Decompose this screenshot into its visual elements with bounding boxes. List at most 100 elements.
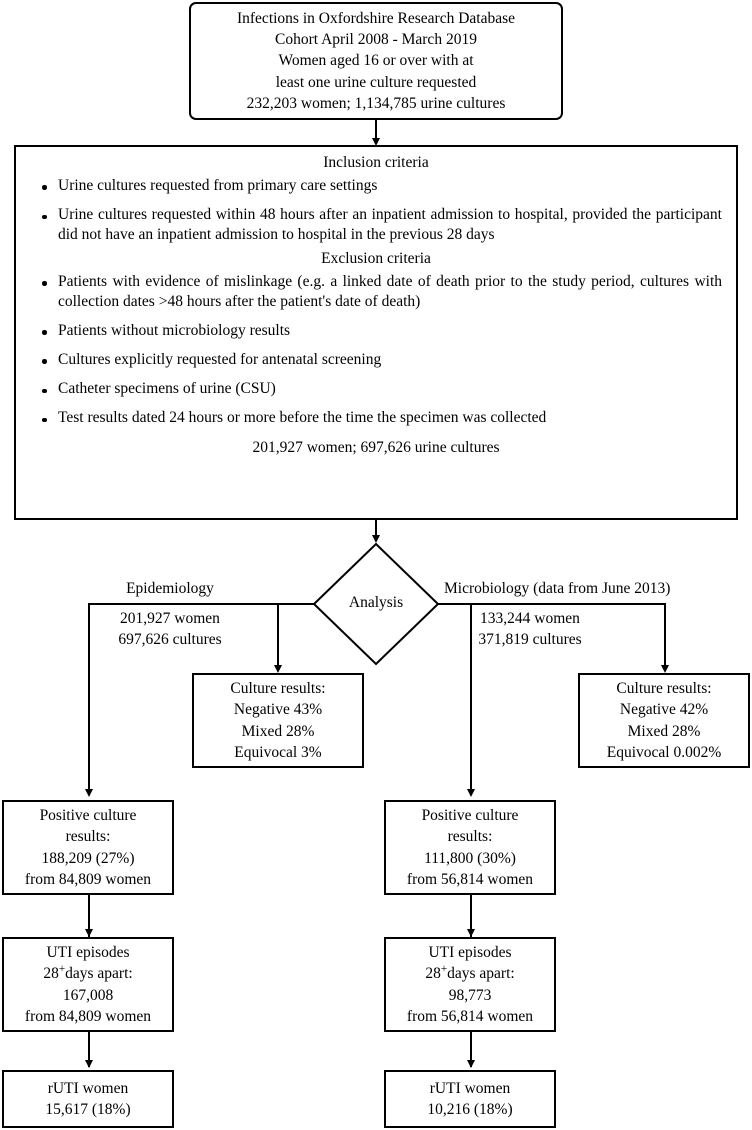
cohort-line-1: Infections in Oxfordshire Research Datab… — [236, 10, 516, 28]
microbiology-culture-results-equivocal: Equivocal 0.002% — [606, 743, 722, 761]
inclusion-criteria-list: Urine cultures requested from primary ca… — [30, 176, 722, 245]
microbiology-positive-line-4: from 56,814 women — [406, 870, 534, 888]
exclusion-item-5: Test results dated 24 hours or more befo… — [58, 409, 547, 427]
epidemiology-culture-results-box: Culture results: Negative 43% Mixed 28% … — [192, 673, 364, 768]
microbiology-uti-line-1: UTI episodes — [428, 944, 512, 962]
exclusion-criteria-heading: Exclusion criteria — [321, 249, 431, 267]
epidemiology-culture-results-equivocal: Equivocal 3% — [234, 743, 322, 761]
exclusion-criteria-list: Patients with evidence of mislinkage (e.… — [30, 272, 722, 429]
microbiology-positive-line-1: Positive culture — [421, 807, 519, 825]
microbiology-ruti-line-2: 10,216 (18%) — [427, 1101, 513, 1118]
bullet-icon — [42, 185, 47, 190]
connector-criteria-to-analysis — [375, 520, 377, 541]
epidemiology-uti-days-sup: + — [58, 963, 66, 976]
diamond-shape — [312, 542, 440, 666]
microbiology-uti-episodes-box: UTI episodes 28+days apart: 98,773 from … — [384, 937, 556, 1032]
epidemiology-uti-line-4: from 84,809 women — [24, 1007, 152, 1025]
connector-cohort-to-criteria — [375, 120, 377, 144]
arrowhead-epidemiology-uti-to-ruti — [84, 1060, 93, 1068]
cohort-line-4: least one urine culture requested — [275, 73, 477, 91]
list-item: Cultures explicitly requested for antena… — [30, 350, 722, 370]
connector-microbiology-positive-to-uti — [470, 895, 472, 937]
epidemiology-count-women: 201,927 women — [120, 610, 220, 627]
analysis-label: Analysis — [348, 594, 404, 611]
microbiology-count-women: 133,244 women — [480, 610, 580, 627]
epidemiology-ruti-box: rUTI women 15,617 (18%) — [2, 1070, 174, 1128]
exclusion-item-1: Patients with evidence of mislinkage (e.… — [58, 272, 722, 310]
arrowhead-microbiology-uti-to-ruti — [466, 1060, 475, 1068]
list-item: Urine cultures requested within 48 hours… — [30, 205, 722, 245]
microbiology-uti-days-prefix: 28 — [425, 965, 441, 983]
arrowhead-epidemiology-to-culture-results — [273, 665, 282, 673]
epidemiology-uti-line-3: 167,008 — [62, 986, 114, 1004]
arrowhead-epidemiology-positive-to-uti — [84, 929, 93, 937]
cohort-line-2: Cohort April 2008 - March 2019 — [275, 31, 477, 49]
epidemiology-ruti-line-1: rUTI women — [47, 1079, 129, 1097]
microbiology-uti-line-4: from 56,814 women — [406, 1007, 534, 1025]
epidemiology-positive-line-1: Positive culture — [39, 807, 137, 825]
exclusion-item-3: Cultures explicitly requested for antena… — [58, 351, 382, 369]
microbiology-uti-days-sup: + — [440, 963, 448, 976]
microbiology-positive-culture-box: Positive culture results: 111,800 (30%) … — [384, 800, 556, 895]
epidemiology-positive-line-3: 188,209 (27%) — [41, 849, 135, 867]
microbiology-culture-results-negative: Negative 42% — [619, 701, 709, 719]
connector-epidemiology-main-stem — [88, 603, 90, 795]
arrowhead-microbiology-to-positive-culture — [466, 789, 475, 797]
connector-analysis-to-epidemiology — [88, 603, 314, 605]
microbiology-uti-line-3: 98,773 — [448, 986, 492, 1004]
inclusion-item-1: Urine cultures requested from primary ca… — [58, 177, 378, 195]
epidemiology-uti-line-1: UTI episodes — [46, 944, 130, 962]
analysis-node: Analysis — [312, 542, 440, 666]
epidemiology-uti-episodes-box: UTI episodes 28+days apart: 167,008 from… — [2, 937, 174, 1032]
microbiology-heading: Microbiology (data from June 2013) — [444, 580, 671, 597]
epidemiology-uti-line-2: 28+days apart: — [43, 963, 132, 984]
arrowhead-microbiology-positive-to-uti — [466, 929, 475, 937]
criteria-footer-counts: 201,927 women; 697,626 urine cultures — [252, 438, 500, 456]
inclusion-criteria-heading: Inclusion criteria — [323, 154, 429, 171]
microbiology-count-cultures: 371,819 cultures — [478, 631, 582, 648]
bullet-icon — [42, 281, 47, 286]
arrowhead-epidemiology-to-positive-culture — [84, 789, 93, 797]
exclusion-item-2: Patients without microbiology results — [58, 321, 291, 339]
list-item: Test results dated 24 hours or more befo… — [30, 408, 722, 428]
microbiology-ruti-line-1: rUTI women — [429, 1079, 511, 1097]
cohort-line-3: Women aged 16 or over with at — [278, 52, 474, 70]
epidemiology-positive-culture-box: Positive culture results: 188,209 (27%) … — [2, 800, 174, 895]
list-item: Catheter specimens of urine (CSU) — [30, 379, 722, 399]
microbiology-uti-line-2: 28+days apart: — [425, 963, 514, 984]
list-item: Patients with evidence of mislinkage (e.… — [30, 272, 722, 312]
epidemiology-culture-results-title: Culture results: — [230, 680, 326, 698]
bullet-icon — [42, 417, 47, 423]
epidemiology-positive-line-2: results: — [65, 828, 111, 846]
list-item: Patients without microbiology results — [30, 321, 722, 341]
criteria-box: Inclusion criteria Urine cultures reques… — [14, 145, 738, 520]
connector-epidemiology-positive-to-uti — [88, 895, 90, 937]
arrowhead-criteria-to-analysis — [371, 535, 380, 543]
exclusion-item-4: Catheter specimens of urine (CSU) — [58, 380, 276, 398]
microbiology-positive-line-3: 111,800 (30%) — [424, 849, 516, 867]
microbiology-uti-days-suffix: days apart: — [447, 965, 515, 983]
bullet-icon — [42, 359, 47, 364]
list-item: Urine cultures requested from primary ca… — [30, 176, 722, 196]
microbiology-culture-results-mixed: Mixed 28% — [627, 722, 701, 740]
connector-epidemiology-uti-to-ruti — [88, 1032, 90, 1067]
connector-microbiology-to-culture-results — [664, 603, 666, 671]
inclusion-item-2: Urine cultures requested within 48 hours… — [58, 206, 722, 244]
epidemiology-culture-results-negative: Negative 43% — [233, 701, 323, 719]
epidemiology-uti-days-prefix: 28 — [43, 965, 59, 983]
cohort-box: Infections in Oxfordshire Research Datab… — [189, 2, 563, 120]
connector-epidemiology-to-culture-results — [277, 603, 279, 671]
microbiology-ruti-box: rUTI women 10,216 (18%) — [384, 1070, 556, 1128]
arrowhead-microbiology-to-culture-results — [660, 665, 669, 673]
arrowhead-cohort-to-criteria — [371, 138, 380, 146]
microbiology-culture-results-title: Culture results: — [616, 680, 712, 698]
microbiology-positive-line-2: results: — [447, 828, 493, 846]
epidemiology-uti-days-suffix: days apart: — [65, 965, 133, 983]
bullet-icon — [42, 330, 47, 335]
connector-microbiology-uti-to-ruti — [470, 1032, 472, 1067]
epidemiology-count-cultures: 697,626 cultures — [118, 631, 222, 648]
epidemiology-heading: Epidemiology — [126, 580, 214, 597]
epidemiology-ruti-line-2: 15,617 (18%) — [45, 1101, 131, 1118]
connector-microbiology-main-stem — [470, 603, 472, 795]
